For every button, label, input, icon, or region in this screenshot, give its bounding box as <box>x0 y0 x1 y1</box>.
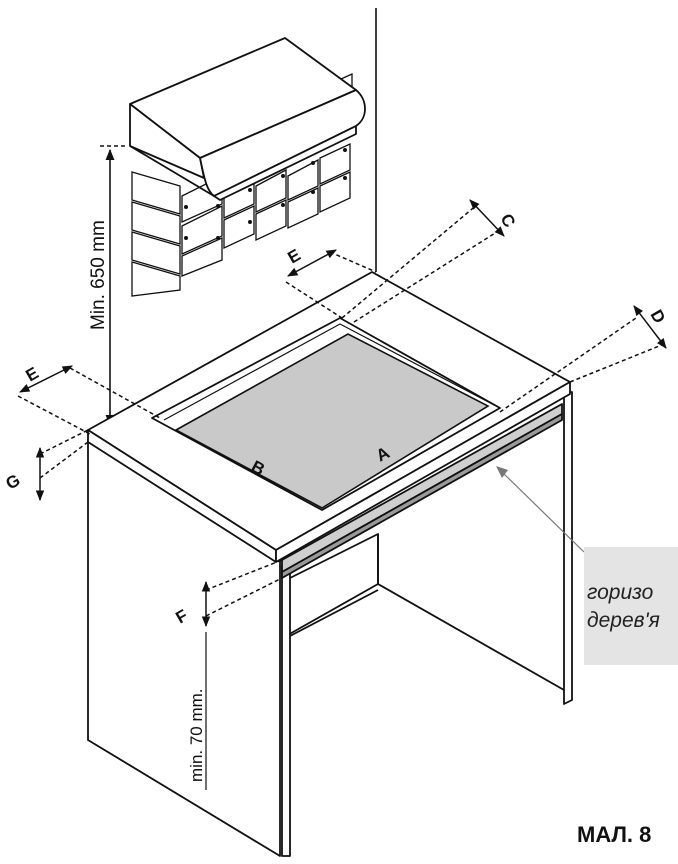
callout-text-line2: дерев'я <box>587 609 660 632</box>
dimension-e-top <box>285 249 377 319</box>
hood-clearance-dimension <box>100 145 128 427</box>
cutout-inner-edge <box>163 323 497 421</box>
figure-label: МАЛ. 8 <box>577 822 652 847</box>
callout-arrow <box>496 466 508 478</box>
dim-label-c: C <box>497 211 520 231</box>
dim-label-e-top: E <box>285 245 304 267</box>
dimension-e-left <box>17 365 161 435</box>
dim-label-d: D <box>647 307 670 327</box>
dimension-c <box>341 199 505 323</box>
callout-text-line1: горизо <box>587 581 654 604</box>
range-hood <box>129 37 366 201</box>
callout-box <box>584 547 678 665</box>
dimension-f <box>201 559 283 628</box>
dim-label-g: G <box>3 470 24 493</box>
hob-surface <box>174 333 490 509</box>
callout-leader <box>499 469 585 553</box>
dimension-d <box>499 305 667 413</box>
under-clearance-label: min. 70 mm. <box>187 688 206 782</box>
dimension-g <box>35 429 89 502</box>
hood-clearance-label: Min. 650 mm <box>88 220 109 330</box>
